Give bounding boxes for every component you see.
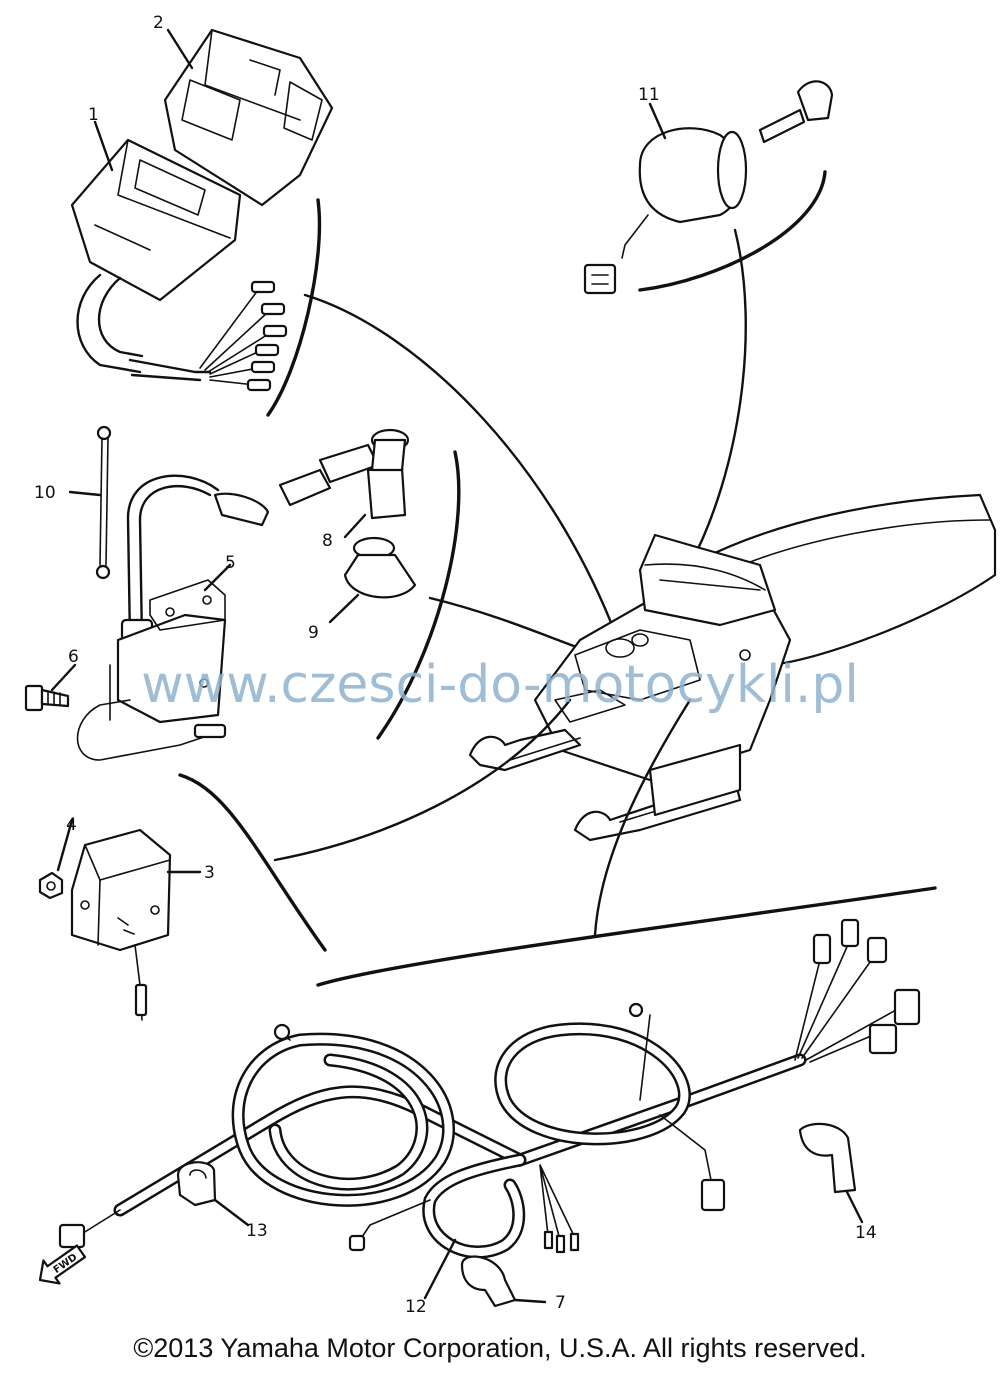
leader-6	[50, 663, 77, 692]
leader-regulator-to-vehicle	[273, 698, 572, 862]
group-bracket-coil	[376, 450, 461, 740]
callout-10: 10	[34, 483, 56, 503]
group-bracket-harness	[316, 886, 937, 987]
group-bracket-switch	[638, 170, 827, 292]
leader-1	[93, 120, 114, 172]
part-11-main-switch	[583, 80, 834, 295]
callout-9: 9	[308, 623, 319, 643]
part-14-clamp	[798, 1122, 857, 1194]
part-13-clamp	[176, 1161, 217, 1207]
leader-4	[56, 818, 74, 872]
leader-cdi-to-vehicle	[303, 293, 627, 662]
part-7-clip	[460, 1255, 517, 1308]
leader-10	[68, 490, 102, 497]
vehicle-snowmobile	[468, 493, 997, 842]
leader-harness-to-vehicle	[593, 698, 692, 937]
part-1-cdi-unit	[70, 138, 288, 392]
part-9-plug-cover	[343, 536, 417, 599]
part-3-regulator	[70, 828, 172, 1021]
callout-3: 3	[204, 863, 215, 883]
callout-6: 6	[68, 647, 79, 667]
callout-1: 1	[88, 105, 99, 125]
leader-switch-to-vehicle	[688, 228, 747, 567]
part-5-ignition-coil	[76, 474, 270, 761]
group-bracket-cdi	[266, 198, 322, 417]
part-8-plug-cap	[278, 428, 410, 520]
callout-4: 4	[66, 815, 77, 835]
leader-5	[203, 563, 232, 592]
leader-coil-to-vehicle	[428, 596, 587, 652]
watermark-text: www.czesci-do-motocykli.pl	[141, 655, 859, 715]
leader-11	[648, 102, 667, 140]
leader-2	[166, 28, 194, 70]
leader-7	[513, 1298, 547, 1304]
part-10-ground-lead	[95, 425, 112, 580]
callout-14: 14	[855, 1223, 877, 1243]
leader-8	[343, 513, 367, 539]
leader-12	[423, 1238, 457, 1300]
leader-9	[328, 593, 360, 624]
part-12-wire-harness	[58, 918, 921, 1259]
part-6-bolt	[24, 684, 70, 712]
callout-12: 12	[405, 1297, 427, 1317]
copyright-footer: ©2013 Yamaha Motor Corporation, U.S.A. A…	[133, 1333, 867, 1363]
callout-7: 7	[555, 1293, 566, 1313]
leader-14	[845, 1190, 864, 1224]
group-bracket-regulator	[178, 773, 327, 952]
callout-8: 8	[322, 531, 333, 551]
callout-5: 5	[225, 553, 236, 573]
part-4-nut	[38, 871, 64, 900]
part-2-cover	[163, 28, 334, 207]
callout-13: 13	[246, 1221, 268, 1241]
callout-11: 11	[638, 85, 660, 105]
callout-2: 2	[153, 13, 164, 33]
leader-13	[213, 1198, 250, 1227]
